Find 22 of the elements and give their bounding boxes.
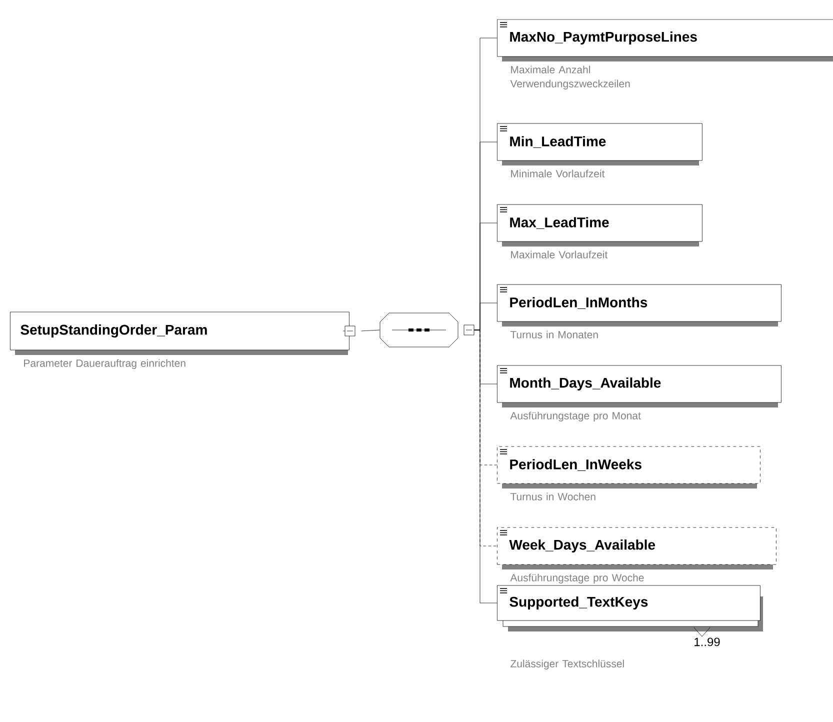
element-box: Min_LeadTime [497, 123, 702, 166]
element-box: Week_Days_Available [497, 527, 776, 570]
element-box: MaxNo_PaymtPurposeLines [497, 19, 833, 62]
sequence-compositor [380, 312, 474, 348]
element-box: SetupStandingOrder_Param [10, 312, 356, 355]
description-text: Maximale Vorlaufzeit [511, 250, 608, 258]
description-text: Ausführungstage pro Woche [510, 574, 644, 584]
element-box: PeriodLen_InWeeks [497, 446, 760, 488]
description-text: Turnus in Monaten [510, 330, 598, 338]
element-box: Supported_TextKeys [497, 585, 763, 632]
description-text: Maximale Anzahl Verwendungszweckzeilen [510, 66, 630, 90]
description-text: Ausführungstage pro Monat [510, 412, 641, 422]
description-text: Parameter Dauerauftrag einrichten [24, 359, 186, 369]
description-text: Minimale Vorlaufzeit [511, 170, 605, 178]
description-text: Turnus in Wochen [510, 492, 596, 500]
multiplicity-label: 1..99 [694, 638, 720, 646]
description-text: Zulässiger Textschlüssel [510, 660, 624, 670]
element-box: Month_Days_Available [497, 365, 782, 408]
element-box: PeriodLen_InMonths [497, 284, 782, 326]
connector-line [361, 330, 380, 332]
element-box: Max_LeadTime [497, 204, 702, 246]
connector-line [474, 330, 498, 604]
